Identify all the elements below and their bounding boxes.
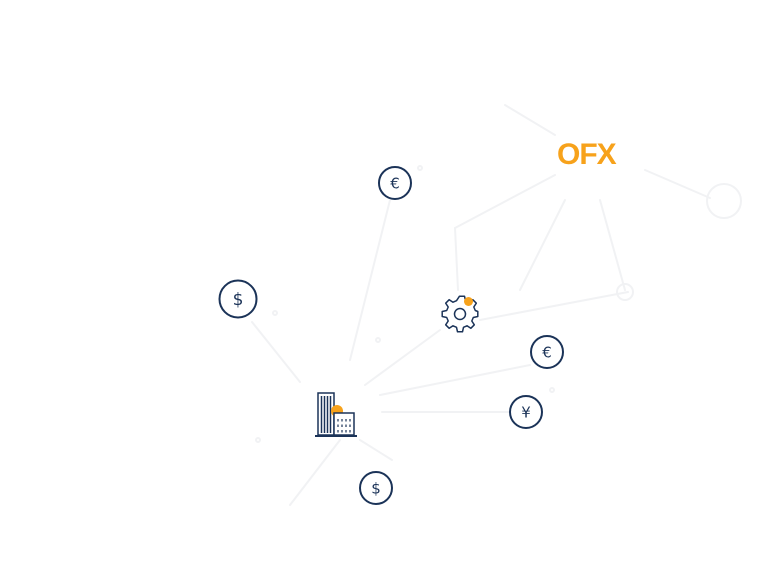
connector-line — [454, 174, 556, 229]
euro-coin-icon: € — [530, 335, 564, 369]
connector-line — [504, 104, 556, 136]
gear-icon — [441, 295, 479, 333]
connector-lines — [251, 104, 742, 506]
dollar-coin-symbol: $ — [233, 290, 244, 310]
euro-coin-symbol: € — [390, 175, 400, 193]
connector-line — [454, 227, 459, 291]
connector-dot — [549, 387, 555, 393]
connector-line — [364, 329, 441, 386]
connector-dot — [417, 165, 423, 171]
dollar-coin-symbol: $ — [371, 480, 381, 498]
yen-coin-symbol: ¥ — [521, 404, 531, 422]
gear-accent-dot — [464, 297, 473, 306]
ofx-logo: OFX — [557, 138, 618, 171]
connector-line — [359, 439, 393, 461]
connector-line — [644, 169, 711, 199]
connector-dot — [272, 310, 278, 316]
office-building-icon — [315, 392, 357, 437]
connector-line — [251, 321, 301, 383]
connector-line — [379, 364, 531, 396]
connector-line — [519, 199, 566, 291]
connector-dot — [375, 337, 381, 343]
connector-line — [599, 199, 626, 291]
euro-coin-icon: € — [378, 166, 412, 200]
ofx-logo-text: OFX — [557, 138, 617, 171]
connector-line — [479, 291, 629, 321]
euro-coin-symbol: € — [542, 344, 552, 362]
yen-coin-icon: ¥ — [509, 395, 543, 429]
connector-node — [616, 283, 634, 301]
connector-line — [289, 439, 341, 506]
connector-node — [706, 183, 742, 219]
connector-line — [349, 199, 391, 361]
dollar-coin-icon: $ — [218, 279, 258, 319]
dollar-coin-icon: $ — [359, 471, 393, 505]
connector-dot — [255, 437, 261, 443]
